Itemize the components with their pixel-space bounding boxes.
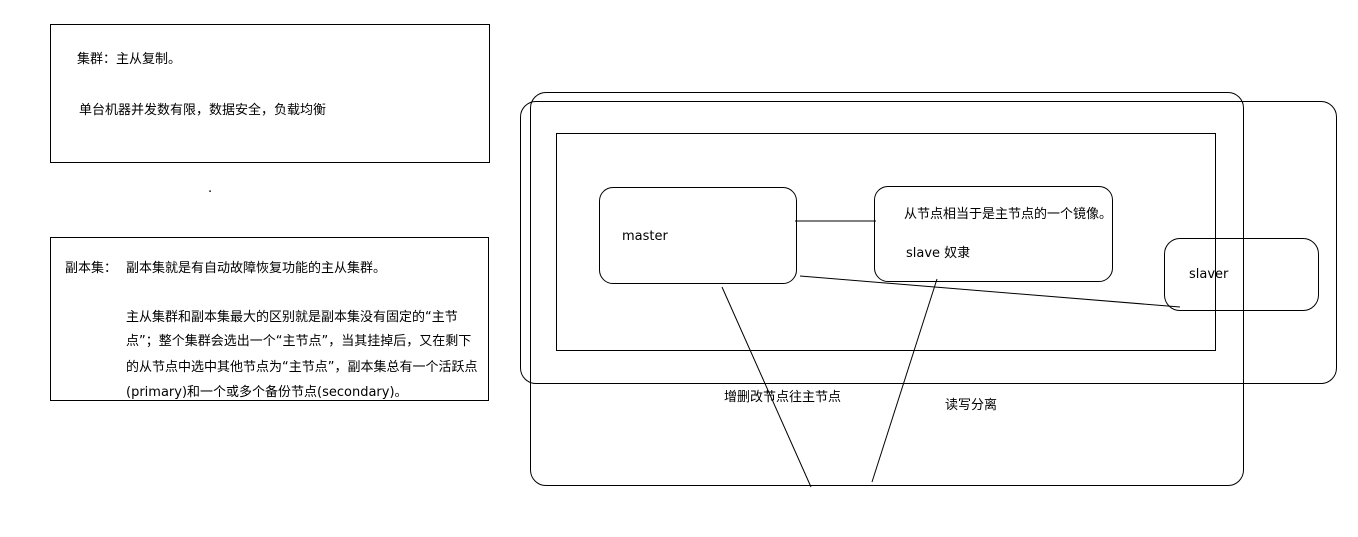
cluster-note-title: 集群：主从复制。: [77, 52, 182, 67]
master-node-label: master: [622, 229, 668, 244]
master-slaver-connector: [799, 275, 1181, 308]
read-write-split-note: 读写分离: [945, 398, 998, 413]
replica-note-para-3: 的从节点中选中其他节点为“主节点”，副本集总有一个活跃点: [126, 360, 478, 375]
inner-rect-frame: [556, 133, 1216, 351]
master-write-line: [721, 286, 812, 488]
slave-node-label: slave 奴隶: [906, 246, 971, 261]
wide-rounded-frame: [520, 101, 1337, 384]
master-node: [599, 187, 797, 284]
cluster-note-line: 单台机器并发数有限，数据安全，负载均衡: [79, 103, 327, 118]
slave-node: [874, 186, 1113, 282]
outer-rounded-frame: [530, 92, 1244, 486]
stray-dot: .: [208, 181, 213, 196]
replica-note-para-4: (primary)和一个或多个备份节点(secondary)。: [126, 385, 408, 400]
replica-note-label: 副本集：: [65, 261, 118, 276]
cluster-note-box: [50, 24, 490, 163]
replica-note-line1: 副本集就是有自动故障恢复功能的主从集群。: [126, 261, 387, 276]
slave-node-note: 从节点相当于是主节点的一个镜像。: [904, 207, 1113, 222]
slaver-node: [1164, 238, 1319, 311]
slave-read-line: [871, 278, 938, 483]
slaver-node-label: slaver: [1189, 267, 1229, 282]
write-to-master-note: 增删改节点往主节点: [724, 390, 842, 405]
replica-note-para-1: 主从集群和副本集最大的区别就是副本集没有固定的“主节: [126, 310, 458, 325]
replica-note-box: [50, 237, 489, 401]
replica-note-para-2: 点”；整个集群会选出一个“主节点”，当其挂掉后，又在剩下: [126, 334, 472, 349]
